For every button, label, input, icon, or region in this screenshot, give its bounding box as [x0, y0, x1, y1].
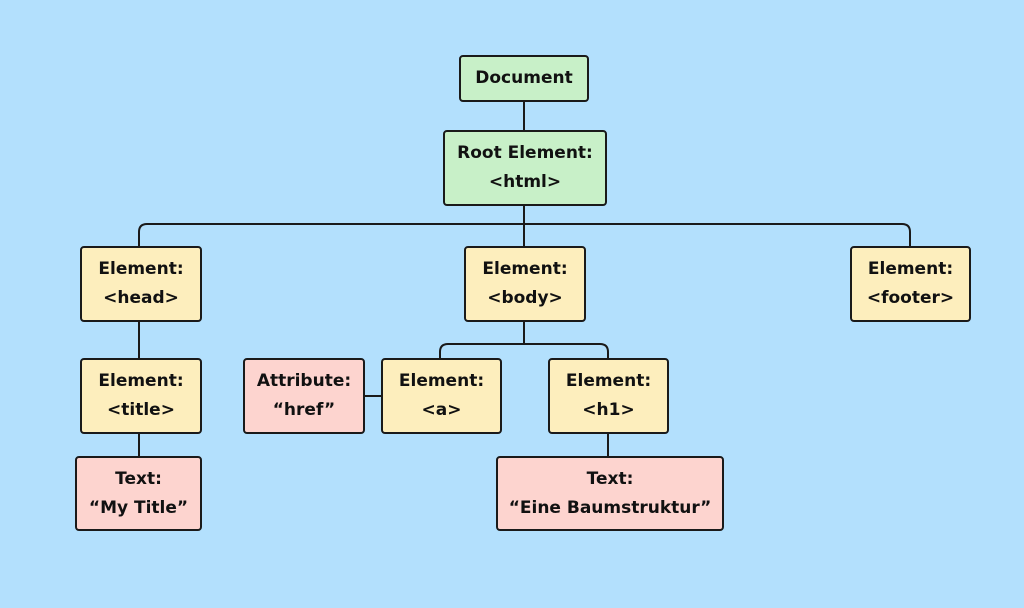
node-attribute-label: Attribute:	[256, 371, 352, 391]
node-h1-element: Element: <h1>	[548, 358, 669, 434]
node-text-eine-baumstruktur: Text: “Eine Baumstruktur”	[496, 456, 724, 531]
node-body-label: Element:	[482, 259, 568, 279]
node-root-element: Root Element: <html>	[443, 130, 607, 206]
node-a-element: Element: <a>	[381, 358, 502, 434]
node-text-h1-label: Text:	[586, 468, 634, 489]
node-a-label: Element:	[398, 371, 485, 391]
node-a-tag: <a>	[421, 400, 462, 420]
node-head-tag: <head>	[103, 288, 179, 308]
node-title-label: Element:	[98, 371, 184, 391]
edge-body-children	[439, 322, 609, 358]
node-attribute-value: “href”	[272, 400, 336, 420]
node-h1-tag: <h1>	[582, 400, 635, 420]
node-head-label: Element:	[98, 259, 184, 279]
node-text-h1-value: “Eine Baumstruktur”	[508, 497, 712, 518]
node-h1-label: Element:	[565, 371, 652, 391]
node-document-label: Document	[475, 68, 573, 88]
node-text-title-label: Text:	[115, 468, 162, 489]
node-footer-label: Element:	[867, 259, 954, 279]
node-body-tag: <body>	[487, 288, 563, 308]
node-text-my-title: Text: “My Title”	[75, 456, 202, 531]
node-document: Document	[459, 55, 589, 102]
edge-root-children	[138, 206, 911, 246]
node-title-tag: <title>	[107, 400, 175, 420]
node-body-element: Element: <body>	[464, 246, 586, 322]
node-footer-tag: <footer>	[866, 288, 955, 308]
node-root-label: Root Element:	[457, 143, 593, 163]
node-root-tag: <html>	[488, 172, 562, 192]
node-text-title-value: “My Title”	[88, 497, 189, 518]
node-head-element: Element: <head>	[80, 246, 202, 322]
node-footer-element: Element: <footer>	[850, 246, 971, 322]
node-attribute-href: Attribute: “href”	[243, 358, 365, 434]
node-title-element: Element: <title>	[80, 358, 202, 434]
